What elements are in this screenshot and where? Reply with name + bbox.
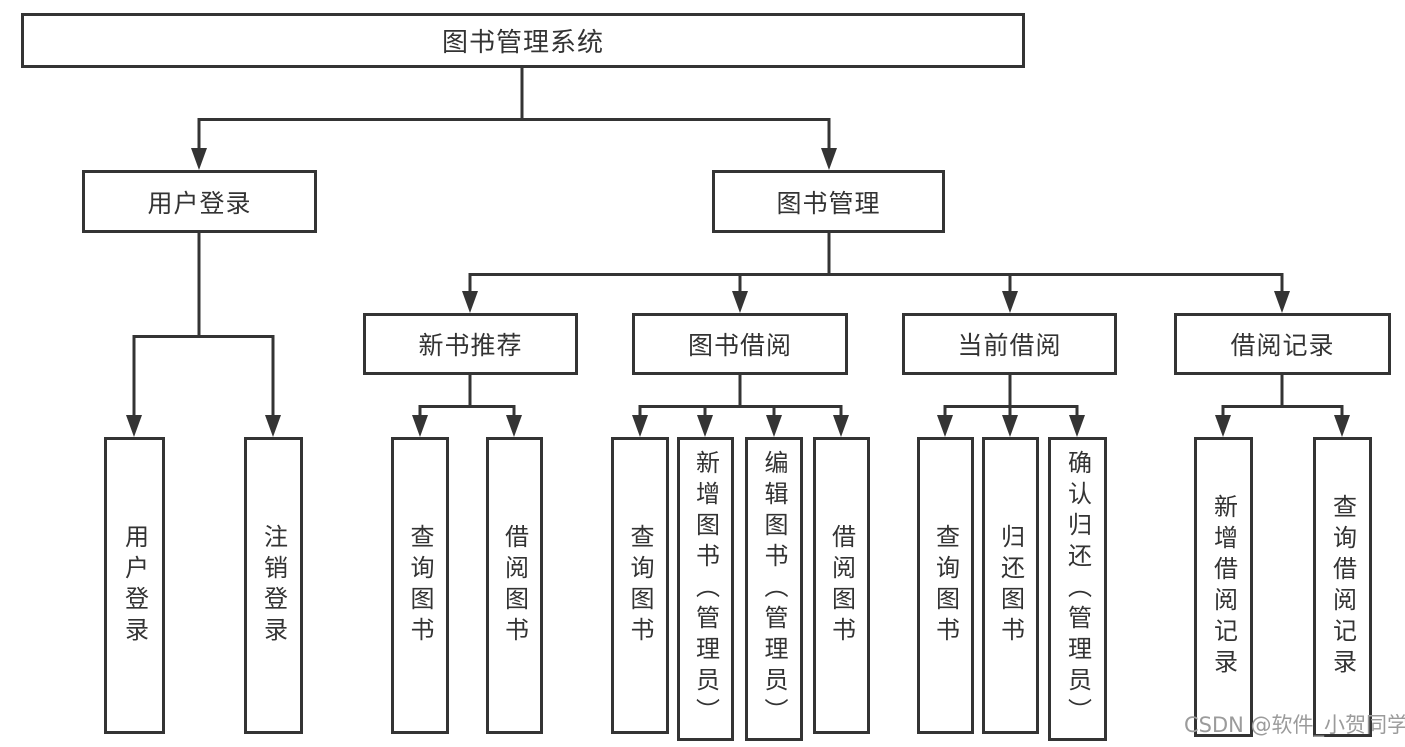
node-root-system: 图书管理系统 bbox=[21, 13, 1025, 68]
node-new-book-recommend-label: 新书推荐 bbox=[418, 331, 523, 360]
leaf-borrowing-borrow-books-label: 借阅图书 bbox=[827, 523, 856, 648]
node-book-management-label: 图书管理 bbox=[776, 188, 881, 218]
leaf-query-borrow-record: 查询借阅记录 bbox=[1313, 437, 1372, 737]
leaf-borrowing-query-books: 查询图书 bbox=[611, 437, 669, 734]
leaf-confirm-return-admin: 确认归还（管理员） bbox=[1048, 437, 1107, 741]
node-book-management: 图书管理 bbox=[712, 170, 945, 233]
node-root-system-label: 图书管理系统 bbox=[441, 28, 604, 58]
leaf-edit-books-admin: 编辑图书（管理员） bbox=[745, 437, 803, 741]
node-borrowing-records: 借阅记录 bbox=[1174, 313, 1391, 375]
node-book-borrowing-label: 图书借阅 bbox=[687, 331, 792, 360]
node-borrowing-records-label: 借阅记录 bbox=[1230, 331, 1335, 360]
node-current-borrowing-label: 当前借阅 bbox=[957, 331, 1062, 360]
leaf-borrowing-borrow-books: 借阅图书 bbox=[813, 437, 870, 734]
leaf-logout: 注销登录 bbox=[244, 437, 303, 734]
node-new-book-recommend: 新书推荐 bbox=[363, 313, 578, 375]
leaf-logout-label: 注销登录 bbox=[259, 523, 288, 648]
leaf-add-books-admin-label: 新增图书（管理员） bbox=[691, 449, 720, 729]
leaf-user-login: 用户登录 bbox=[104, 437, 165, 734]
leaf-add-borrow-record: 新增借阅记录 bbox=[1194, 437, 1253, 737]
node-user-login: 用户登录 bbox=[82, 170, 317, 233]
leaf-borrowing-query-books-label: 查询图书 bbox=[626, 523, 654, 648]
leaf-recommend-borrow-books-label: 借阅图书 bbox=[500, 523, 529, 648]
leaf-recommend-query-books: 查询图书 bbox=[391, 437, 449, 734]
leaf-return-books: 归还图书 bbox=[982, 437, 1039, 734]
leaf-add-borrow-record-label: 新增借阅记录 bbox=[1209, 494, 1238, 680]
leaf-recommend-borrow-books: 借阅图书 bbox=[486, 437, 543, 734]
leaf-confirm-return-admin-label: 确认归还（管理员） bbox=[1063, 449, 1092, 729]
leaf-user-login-label: 用户登录 bbox=[120, 523, 149, 648]
csdn-watermark: CSDN @软件_小贺同学 bbox=[1184, 713, 1405, 737]
leaf-query-borrow-record-label: 查询借阅记录 bbox=[1328, 494, 1357, 680]
leaf-return-books-label: 归还图书 bbox=[996, 523, 1025, 648]
node-user-login-label: 用户登录 bbox=[147, 188, 252, 218]
node-current-borrowing: 当前借阅 bbox=[902, 313, 1117, 375]
leaf-add-books-admin: 新增图书（管理员） bbox=[677, 437, 734, 741]
leaf-current-query-books-label: 查询图书 bbox=[931, 523, 960, 648]
leaf-current-query-books: 查询图书 bbox=[917, 437, 974, 734]
leaf-edit-books-admin-label: 编辑图书（管理员） bbox=[760, 449, 788, 729]
leaf-recommend-query-books-label: 查询图书 bbox=[406, 523, 434, 648]
node-book-borrowing: 图书借阅 bbox=[632, 313, 848, 375]
